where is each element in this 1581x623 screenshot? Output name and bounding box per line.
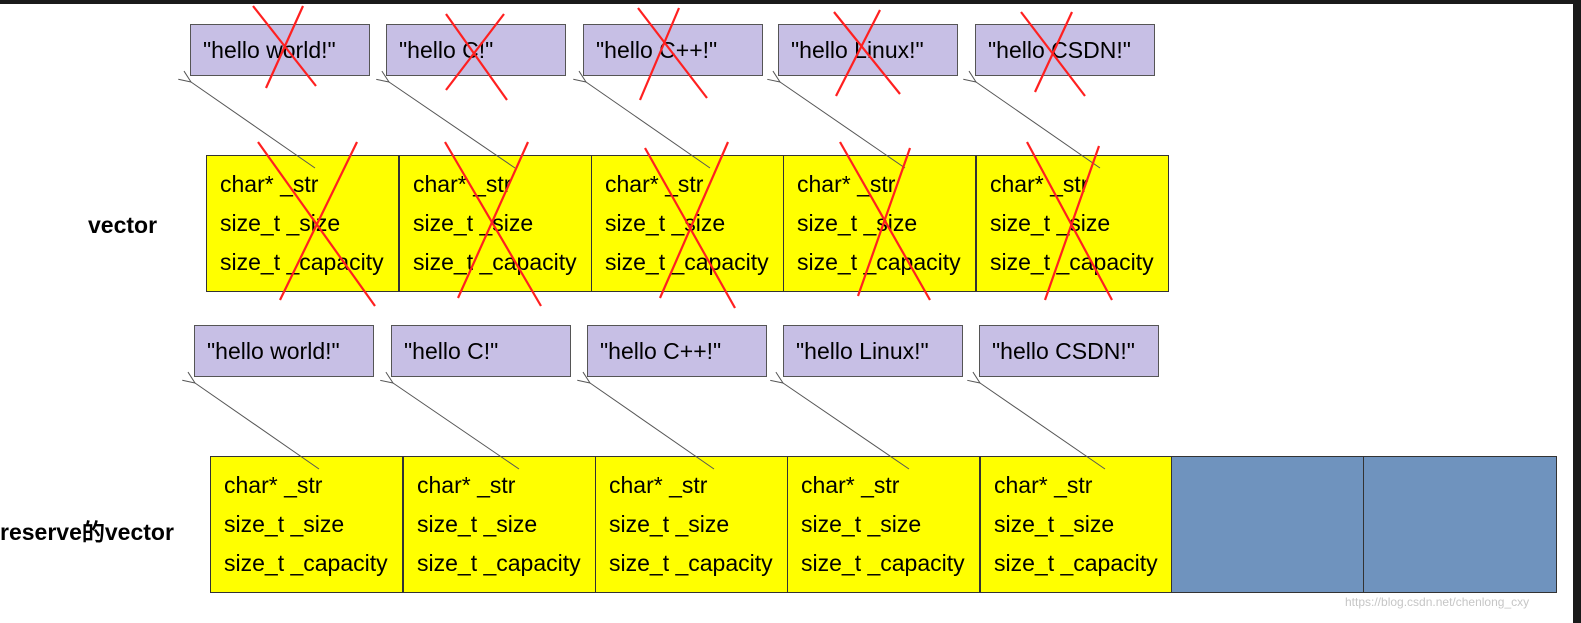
field-str: char* _str xyxy=(801,472,900,498)
top-border xyxy=(0,0,1581,4)
string-box: "hello world!" xyxy=(194,325,374,377)
string-box: "hello CSDN!" xyxy=(975,24,1155,76)
string-box: "hello Linux!" xyxy=(783,325,963,377)
reserve-vector-cell: char* _str size_t _size size_t _capacity xyxy=(403,456,596,593)
field-capacity: size_t _capacity xyxy=(605,249,769,275)
field-capacity: size_t _capacity xyxy=(797,249,961,275)
vector-cell: char* _str size_t _size size_t _capacity xyxy=(783,155,976,292)
field-size: size_t _size xyxy=(417,511,538,537)
field-capacity: size_t _capacity xyxy=(994,550,1158,576)
field-capacity: size_t _capacity xyxy=(801,550,965,576)
vector-label: vector xyxy=(88,212,158,238)
string-box: "hello C++!" xyxy=(583,24,763,76)
field-capacity: size_t _capacity xyxy=(990,249,1154,275)
field-size: size_t _size xyxy=(220,210,341,236)
field-str: char* _str xyxy=(994,472,1093,498)
right-border xyxy=(1573,0,1581,623)
field-size: size_t _size xyxy=(797,210,918,236)
reserve-vector-cell: char* _str size_t _size size_t _capacity xyxy=(980,456,1173,593)
vector-cell: char* _str size_t _size size_t _capacity xyxy=(591,155,784,292)
reserve-vector-cell: char* _str size_t _size size_t _capacity xyxy=(787,456,980,593)
reserved-empty-slot xyxy=(1171,456,1364,593)
string-box: "hello Linux!" xyxy=(778,24,958,76)
reserve-vector-cell: char* _str size_t _size size_t _capacity xyxy=(595,456,788,593)
field-size: size_t _size xyxy=(609,511,730,537)
field-str: char* _str xyxy=(224,472,323,498)
field-str: char* _str xyxy=(220,171,319,197)
field-capacity: size_t _capacity xyxy=(224,550,388,576)
vector-cell: char* _str size_t _size size_t _capacity xyxy=(399,155,592,292)
field-size: size_t _size xyxy=(413,210,534,236)
field-size: size_t _size xyxy=(605,210,726,236)
string-box: "hello world!" xyxy=(190,24,370,76)
reserve-vector-cell: char* _str size_t _size size_t _capacity xyxy=(210,456,403,593)
field-str: char* _str xyxy=(990,171,1089,197)
watermark: https://blog.csdn.net/chenlong_cxy xyxy=(1345,595,1530,609)
reserve-vector-label: reserve的vector xyxy=(0,519,174,545)
vector-cell: char* _str size_t _size size_t _capacity xyxy=(206,155,399,292)
field-size: size_t _size xyxy=(990,210,1111,236)
field-size: size_t _size xyxy=(994,511,1115,537)
field-size: size_t _size xyxy=(801,511,922,537)
string-box: "hello C++!" xyxy=(587,325,767,377)
field-capacity: size_t _capacity xyxy=(609,550,773,576)
field-size: size_t _size xyxy=(224,511,345,537)
field-str: char* _str xyxy=(605,171,704,197)
string-box: "hello CSDN!" xyxy=(979,325,1159,377)
string-box: "hello C!" xyxy=(386,24,566,76)
field-str: char* _str xyxy=(797,171,896,197)
field-capacity: size_t _capacity xyxy=(220,249,384,275)
field-capacity: size_t _capacity xyxy=(413,249,577,275)
string-box: "hello C!" xyxy=(391,325,571,377)
field-str: char* _str xyxy=(609,472,708,498)
field-capacity: size_t _capacity xyxy=(417,550,581,576)
reserved-empty-slot xyxy=(1363,456,1557,593)
vector-cell: char* _str size_t _size size_t _capacity xyxy=(976,155,1169,292)
field-str: char* _str xyxy=(413,171,512,197)
field-str: char* _str xyxy=(417,472,516,498)
